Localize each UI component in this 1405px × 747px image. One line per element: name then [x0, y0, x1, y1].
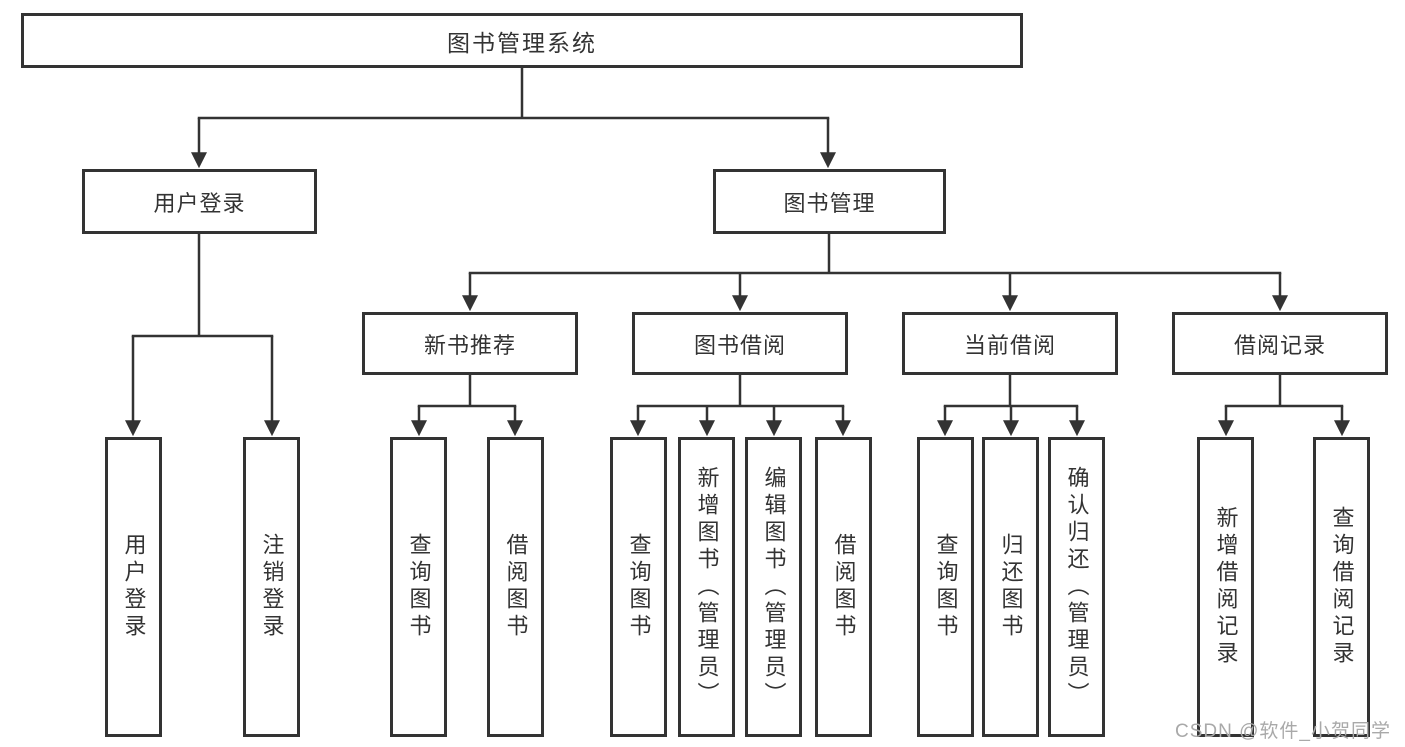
node-book-management-label: 图书管理 [783, 190, 876, 216]
node-borrowing-records: 借阅记录 [1172, 312, 1388, 375]
leaf-query-books-current-label: 查询图书 [933, 533, 959, 641]
leaf-borrow-books-recommend-label: 借阅图书 [503, 533, 529, 641]
node-new-book-recommend: 新书推荐 [362, 312, 578, 375]
leaf-borrow-books-borrowing: 借阅图书 [815, 437, 872, 737]
node-current-borrowing: 当前借阅 [902, 312, 1118, 375]
connector-book-borrowing-to-leaves [629, 375, 852, 437]
leaf-query-books-current: 查询图书 [917, 437, 974, 737]
leaf-add-borrow-record-label: 新增借阅记录 [1213, 506, 1239, 668]
leaf-logout-label: 注销登录 [259, 533, 285, 641]
node-new-book-recommend-label: 新书推荐 [423, 332, 516, 358]
leaf-add-borrow-record: 新增借阅记录 [1197, 437, 1254, 737]
node-book-management: 图书管理 [713, 169, 946, 234]
leaf-borrow-books-borrowing-label: 借阅图书 [831, 533, 857, 641]
node-book-borrowing: 图书借阅 [632, 312, 848, 375]
leaf-query-borrow-record: 查询借阅记录 [1313, 437, 1370, 737]
connector-current-borrowing-to-leaves [936, 375, 1086, 437]
leaf-query-books-borrowing: 查询图书 [610, 437, 667, 737]
leaf-edit-book-admin: 编辑图书（管理员） [745, 437, 802, 737]
leaf-confirm-return-admin: 确认归还（管理员） [1048, 437, 1105, 737]
node-current-borrowing-label: 当前借阅 [963, 332, 1056, 358]
leaf-query-books-borrowing-label: 查询图书 [626, 533, 652, 641]
node-user-login-label: 用户登录 [153, 190, 246, 216]
leaf-logout: 注销登录 [243, 437, 300, 737]
connector-book-management-to-level3 [461, 234, 1289, 312]
node-library-system-label: 图书管理系统 [447, 29, 597, 56]
leaf-query-borrow-record-label: 查询借阅记录 [1329, 506, 1355, 668]
connector-user-login-to-leaves [124, 234, 281, 437]
leaf-add-book-admin: 新增图书（管理员） [678, 437, 735, 737]
leaf-borrow-books-recommend: 借阅图书 [487, 437, 544, 737]
connector-borrowing-records-to-leaves [1217, 375, 1351, 437]
leaf-return-book: 归还图书 [982, 437, 1039, 737]
leaf-user-login: 用户登录 [105, 437, 162, 737]
csdn-watermark: CSDN @软件_小贺同学 [1175, 721, 1391, 742]
leaf-query-books-recommend-label: 查询图书 [406, 533, 432, 641]
node-user-login: 用户登录 [82, 169, 317, 234]
leaf-confirm-return-admin-label: 确认归还（管理员） [1064, 465, 1090, 709]
node-library-system: 图书管理系统 [21, 13, 1023, 68]
leaf-user-login-label: 用户登录 [121, 533, 147, 641]
connector-new-book-recommend-to-leaves [410, 375, 524, 437]
leaf-query-books-recommend: 查询图书 [390, 437, 447, 737]
leaf-return-book-label: 归还图书 [998, 533, 1024, 641]
connector-root-to-level2 [190, 66, 837, 169]
leaf-add-book-admin-label: 新增图书（管理员） [694, 465, 720, 709]
node-borrowing-records-label: 借阅记录 [1233, 332, 1326, 358]
node-book-borrowing-label: 图书借阅 [693, 332, 786, 358]
leaf-edit-book-admin-label: 编辑图书（管理员） [761, 465, 787, 709]
